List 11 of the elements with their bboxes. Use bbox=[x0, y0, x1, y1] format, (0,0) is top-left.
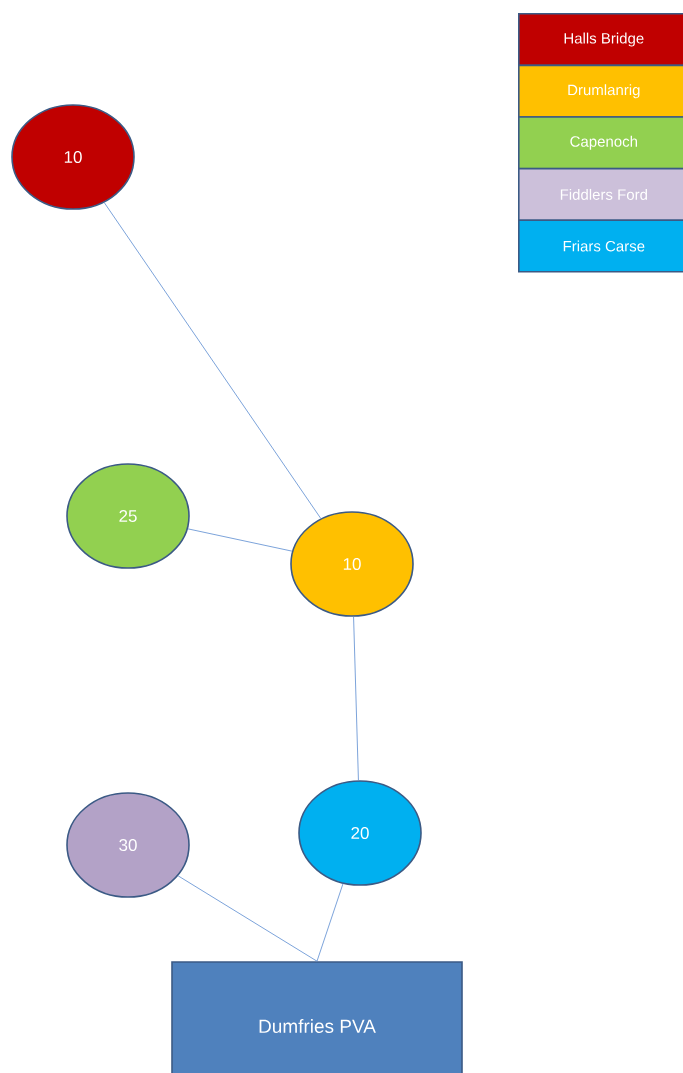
connector-line bbox=[316, 883, 344, 962]
circle-node: 25 bbox=[66, 463, 190, 569]
circle-node: 20 bbox=[298, 780, 422, 886]
connector-line bbox=[187, 528, 293, 552]
connector-line bbox=[353, 616, 359, 781]
process-box: Dumfries PVA bbox=[171, 961, 463, 1073]
circle-node: 10 bbox=[11, 104, 135, 210]
circle-node: 10 bbox=[290, 511, 414, 617]
circle-node: 30 bbox=[66, 792, 190, 898]
connector-line bbox=[103, 202, 322, 519]
connector-line bbox=[177, 875, 318, 962]
